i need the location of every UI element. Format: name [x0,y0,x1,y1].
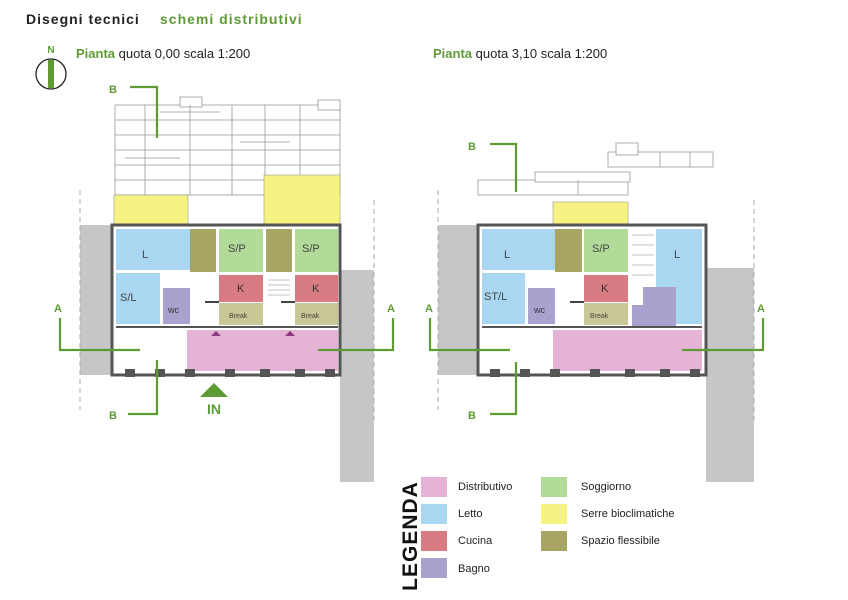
section-label-a: A [757,303,765,315]
room-label-bagno: wc [533,305,545,315]
plan-right-title: Pianta quota 3,10 scala 1:200 [433,46,607,61]
room-cucina [584,275,628,302]
room-cucina [219,275,263,302]
neighbour-block [340,270,374,482]
page-heading: Disegni tecnici [26,11,140,27]
room-label-soggiorno: S/P [228,243,246,255]
room-label-soggiorno: S/P [302,243,320,255]
door-marker-icon [285,331,295,336]
serra-bioclimatica [552,201,629,227]
room-label-break: Break [229,313,248,320]
room-soggiorno [295,229,338,272]
legend-label-soggiorno: Soggiorno [581,481,632,493]
room-studio-letto [482,273,525,324]
staircase [632,234,654,276]
section-label-b: B [468,410,476,422]
room-label-studio-letto: S/L [120,292,137,304]
room-spazio-flessibile [555,229,582,272]
entrance-label: IN [207,401,221,417]
room-break [219,303,263,325]
room-break [295,303,338,325]
room-label-letto: L [142,249,148,261]
facade-piers [125,369,335,377]
section-label-a: A [387,303,395,315]
section-label-b: B [109,84,117,96]
plan-right-title-key: Pianta [433,46,473,61]
legend-label-flessibile: Spazio flessibile [581,535,660,547]
room-studio-letto [116,273,160,324]
facade-piers [490,369,700,377]
room-break [584,303,628,325]
section-label-a: A [425,303,433,315]
section-line-a [428,318,765,352]
section-line-b [128,85,159,416]
entrance-arrow-icon [200,383,228,397]
section-label-a: A [54,303,62,315]
room-label-break: Break [301,313,320,320]
section-label-b: B [109,410,117,422]
legend-swatch-serre [541,504,567,524]
serra-bioclimatica [113,194,189,226]
room-label-studio-letto: ST/L [484,291,507,303]
room-label-letto: L [674,249,680,261]
neighbour-block [438,225,478,375]
north-label: N [47,45,54,56]
plan-right-title-rest: quota 3,10 scala 1:200 [475,46,608,61]
legend-label-bagno: Bagno [458,563,490,575]
legend-label-letto: Letto [458,508,483,520]
plan-left-title-key: Pianta [76,46,116,61]
legend-label-serre: Serre bioclimatiche [581,508,675,520]
section-line-a [58,318,395,352]
legend-title: LEGENDA [399,481,422,591]
room-label-soggiorno: S/P [592,243,610,255]
plan-left: L S/L wc S/P S/P K K Break Break [54,84,395,482]
room-spazio-flessibile [190,229,216,272]
legend-swatch-letto [421,504,447,524]
page-subheading: schemi distributivi [160,11,303,27]
room-label-letto: L [504,249,510,261]
room-soggiorno [584,229,628,272]
door-marker-icon [211,331,221,336]
plan-left-title-rest: quota 0,00 scala 1:200 [118,46,251,61]
legend-swatch-soggiorno [541,477,567,497]
room-bagno [528,288,555,324]
courtyard-sketch [477,142,714,196]
legend-swatch-distributivo [421,477,447,497]
plan-left-title: Pianta quota 0,00 scala 1:200 [76,46,250,61]
room-letto [482,229,555,270]
room-distributivo [553,330,702,371]
section-label-b: B [468,141,476,153]
legend-swatch-cucina [421,531,447,551]
neighbour-block [80,225,112,375]
room-spazio-flessibile [266,229,292,272]
plan-right: L ST/L wc S/P K Break L [425,141,765,482]
room-label-cucina: K [312,283,320,295]
room-cucina [295,275,338,302]
neighbour-block [706,268,754,482]
north-arrow-icon: N [35,45,67,90]
serra-bioclimatica [263,174,341,226]
section-line-b [490,142,518,416]
room-label-cucina: K [601,283,609,295]
room-distributivo [187,330,338,371]
staircase [268,279,290,296]
room-label-break: Break [590,313,609,320]
room-label-bagno: wc [167,305,179,315]
legend-swatch-bagno [421,558,447,578]
room-soggiorno [219,229,263,272]
room-bagno [632,287,676,326]
legend-label-cucina: Cucina [458,535,493,547]
room-label-cucina: K [237,283,245,295]
legend-label-distributivo: Distributivo [458,481,513,493]
room-letto [116,229,190,270]
legend-swatch-flessibile [541,531,567,551]
room-bagno [163,288,190,324]
